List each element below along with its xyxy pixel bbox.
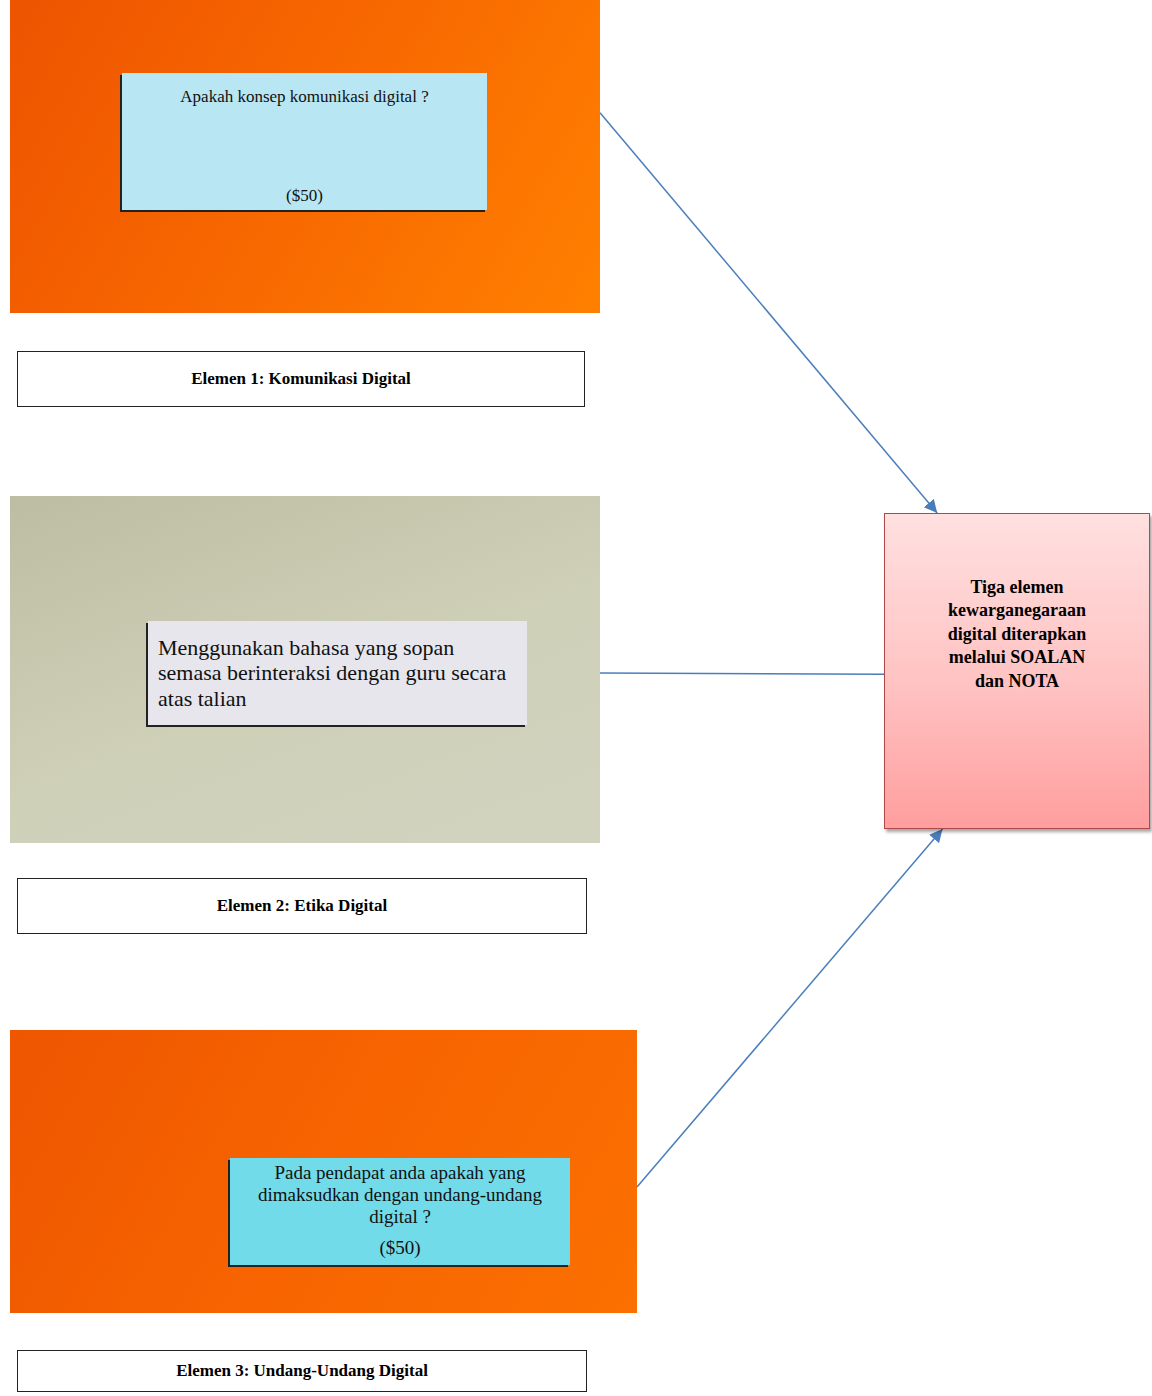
card-text: Apakah konsep komunikasi digital ? [132, 87, 477, 107]
paper-card: Menggunakan bahasa yang sopan semasa ber… [148, 621, 527, 725]
question-photo: Apakah konsep komunikasi digital ? ($50) [10, 0, 600, 313]
element-caption: Elemen 3: Undang-Undang Digital [17, 1350, 587, 1392]
summary-box: Tiga elemen kewarganegaraan digital dite… [884, 513, 1150, 829]
summary-text: Tiga elemen kewarganegaraan digital dite… [933, 576, 1101, 693]
caption-text: Elemen 3: Undang-Undang Digital [176, 1361, 428, 1381]
card-text: Menggunakan bahasa yang sopan semasa ber… [158, 635, 515, 711]
connector-arrow [600, 673, 884, 674]
connector-arrow [600, 113, 937, 513]
element-caption: Elemen 1: Komunikasi Digital [17, 351, 585, 407]
card-price: ($50) [240, 1237, 560, 1259]
caption-text: Elemen 2: Etika Digital [217, 896, 387, 916]
card-price: ($50) [132, 186, 477, 206]
paper-card: Apakah konsep komunikasi digital ? ($50) [122, 73, 487, 210]
paper-card: Pada pendapat anda apakah yang dimaksudk… [230, 1158, 570, 1265]
caption-text: Elemen 1: Komunikasi Digital [191, 369, 411, 389]
card-text: Pada pendapat anda apakah yang dimaksudk… [240, 1162, 560, 1228]
question-photo: Pada pendapat anda apakah yang dimaksudk… [10, 1030, 637, 1313]
note-photo: Menggunakan bahasa yang sopan semasa ber… [10, 496, 600, 843]
connector-arrow [637, 829, 943, 1187]
element-caption: Elemen 2: Etika Digital [17, 878, 587, 934]
